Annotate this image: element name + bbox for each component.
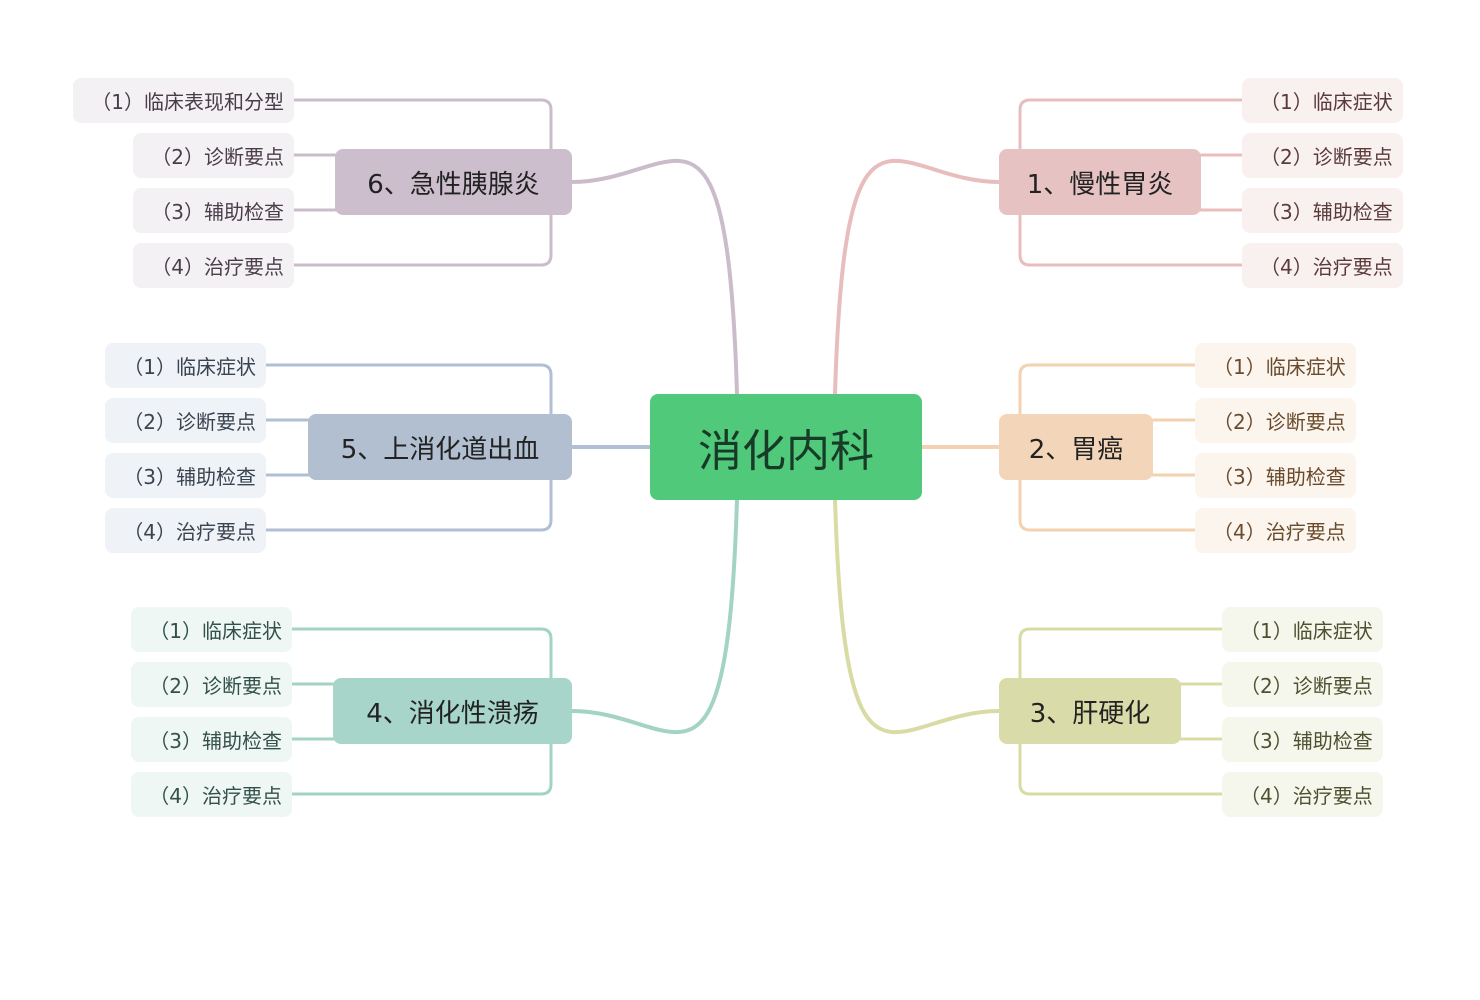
leaf-connector (292, 627, 553, 640)
branch-topic-4[interactable]: 4、消化性溃疡 (333, 678, 572, 744)
leaf-connector (1018, 519, 1195, 532)
subtopic-item[interactable]: （2）诊断要点 (1222, 662, 1383, 707)
branch-topic-6[interactable]: 6、急性胰腺炎 (335, 149, 572, 215)
branch-topic-2[interactable]: 2、胃癌 (999, 414, 1153, 480)
subtopic-item[interactable]: （4）治疗要点 (133, 243, 294, 288)
leaf-connector (1018, 627, 1222, 640)
subtopic-item[interactable]: （1）临床症状 (131, 607, 292, 652)
subtopic-item[interactable]: （2）诊断要点 (1195, 398, 1356, 443)
subtopic-item[interactable]: （4）治疗要点 (1242, 243, 1403, 288)
subtopic-item[interactable]: （4）治疗要点 (1195, 508, 1356, 553)
subtopic-item[interactable]: （3）辅助检查 (1242, 188, 1403, 233)
leaf-connector (292, 783, 553, 796)
leaf-connector (294, 98, 553, 111)
subtopic-item[interactable]: （2）诊断要点 (1242, 133, 1403, 178)
subtopic-item[interactable]: （2）诊断要点 (131, 662, 292, 707)
subtopic-item[interactable]: （1）临床症状 (1222, 607, 1383, 652)
subtopic-item[interactable]: （1）临床症状 (1242, 78, 1403, 123)
branch-connector (571, 158, 739, 395)
leaf-connector (1018, 783, 1222, 796)
leaf-connector (266, 519, 553, 532)
subtopic-item[interactable]: （3）辅助检查 (1195, 453, 1356, 498)
leaf-connector (294, 254, 553, 267)
subtopic-item[interactable]: （2）诊断要点 (133, 133, 294, 178)
subtopic-item[interactable]: （1）临床症状 (1195, 343, 1356, 388)
subtopic-item[interactable]: （2）诊断要点 (105, 398, 266, 443)
branch-topic-1[interactable]: 1、慢性胃炎 (999, 149, 1201, 215)
branch-connector (571, 498, 739, 735)
subtopic-item[interactable]: （4）治疗要点 (131, 772, 292, 817)
subtopic-item[interactable]: （1）临床症状 (105, 343, 266, 388)
subtopic-item[interactable]: （4）治疗要点 (1222, 772, 1383, 817)
subtopic-item[interactable]: （3）辅助检查 (133, 188, 294, 233)
branch-connector (833, 158, 1000, 395)
subtopic-item[interactable]: （1）临床表现和分型 (73, 78, 294, 123)
branch-topic-5[interactable]: 5、上消化道出血 (308, 414, 572, 480)
subtopic-item[interactable]: （4）治疗要点 (105, 508, 266, 553)
leaf-connector (1018, 363, 1195, 376)
branch-connector (833, 498, 1000, 735)
subtopic-item[interactable]: （3）辅助检查 (1222, 717, 1383, 762)
central-topic[interactable]: 消化内科 (650, 394, 922, 500)
branch-topic-3[interactable]: 3、肝硬化 (999, 678, 1181, 744)
subtopic-item[interactable]: （3）辅助检查 (105, 453, 266, 498)
leaf-connector (1018, 254, 1242, 267)
leaf-connector (266, 363, 553, 376)
subtopic-item[interactable]: （3）辅助检查 (131, 717, 292, 762)
leaf-connector (1018, 98, 1242, 111)
